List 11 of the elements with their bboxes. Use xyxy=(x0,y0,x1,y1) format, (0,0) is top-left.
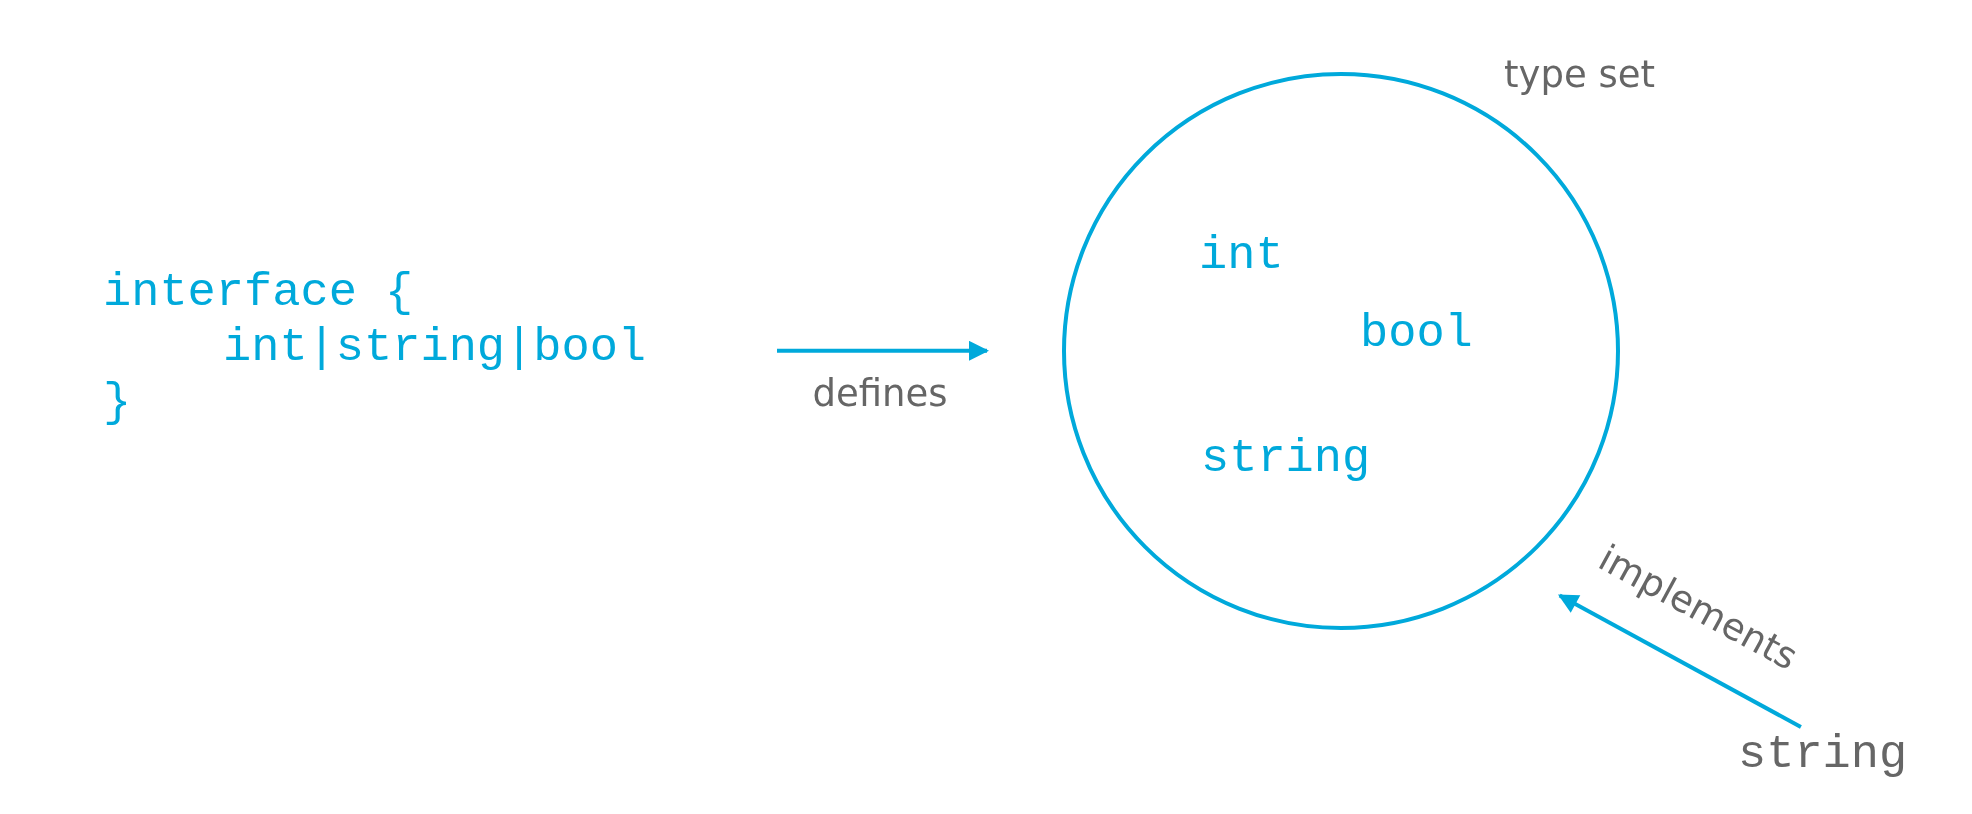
code-line: interface { xyxy=(103,265,414,320)
type-name: bool xyxy=(1360,306,1473,362)
set-caption: type set xyxy=(1504,52,1655,98)
code-line: } xyxy=(103,375,132,430)
type-name: int xyxy=(1199,228,1284,284)
code-line: int|string|bool xyxy=(222,320,647,375)
arrow xyxy=(777,340,989,361)
arrow xyxy=(1557,593,1802,729)
type-name: string xyxy=(1201,431,1371,487)
edge-label: defines xyxy=(811,371,949,417)
type-name: string xyxy=(1738,727,1908,783)
